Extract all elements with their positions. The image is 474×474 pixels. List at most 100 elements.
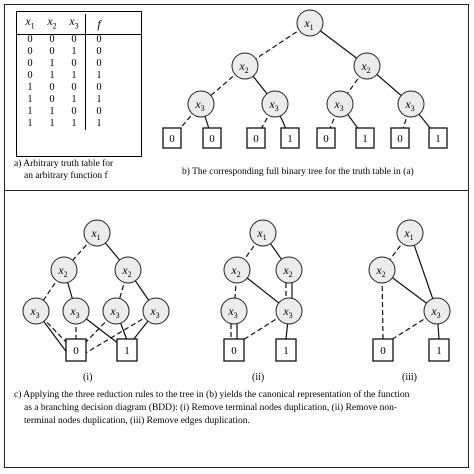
decision-node-x1: x1: [249, 219, 277, 247]
node-label: x3: [149, 304, 159, 320]
truth-table-cell: 0: [85, 82, 112, 94]
node-label: x1: [403, 226, 413, 242]
node-label: x3: [404, 97, 414, 113]
terminal-1: 1: [428, 338, 450, 362]
truth-table-cell: 0: [49, 46, 55, 57]
decision-node-x3: x3: [423, 297, 451, 325]
terminal-label: 1: [124, 345, 130, 357]
section-divider: [5, 190, 469, 191]
full-tree-leaf: 0: [246, 127, 266, 149]
low-edge: [83, 310, 157, 355]
truth-table-cell: 0: [71, 82, 77, 93]
truth-table-cell: 0: [71, 34, 77, 45]
decision-node-x2: x2: [368, 256, 396, 284]
truth-table-cell: 1: [85, 70, 112, 82]
caption-c-line2: as a branching decision diagram (BDD): (…: [24, 403, 398, 413]
full-tree-leaf: 1: [428, 127, 448, 149]
full-tree-leaf: 0: [162, 127, 182, 149]
truth-table-cell: 1: [27, 94, 33, 105]
truth-table-cell: 1: [71, 46, 77, 57]
terminal-label: 0: [209, 133, 215, 145]
terminal-label: 0: [253, 133, 259, 145]
decision-node-x3: x3: [187, 90, 215, 118]
low-edge: [399, 103, 412, 139]
node-label: x3: [69, 304, 79, 320]
terminal-label: 0: [397, 133, 403, 145]
decision-node-x3: x3: [397, 90, 425, 118]
truth-table-box: [16, 11, 142, 157]
truth-table-cell: 0: [49, 82, 55, 93]
node-label: x1: [256, 226, 266, 242]
node-label: x1: [303, 16, 313, 32]
truth-table-cell: 1: [49, 58, 55, 69]
node-label: x2: [360, 59, 370, 75]
truth-table-cell: 0: [71, 106, 77, 117]
terminal-label: 0: [73, 345, 79, 357]
decision-node-x3: x3: [102, 297, 130, 325]
node-label: x2: [282, 263, 292, 279]
truth-table-cell: 0: [71, 58, 77, 69]
node-label: x2: [375, 263, 385, 279]
decision-node-x3: x3: [22, 297, 50, 325]
truth-table-cell: 1: [49, 118, 55, 129]
node-label: x3: [29, 304, 39, 320]
decision-node-x3: x3: [142, 297, 170, 325]
truth-table-cell: 1: [85, 118, 112, 130]
truth-table-cell: 1: [71, 118, 77, 129]
truth-table-cell: 0: [27, 46, 33, 57]
node-label: x2: [230, 263, 240, 279]
terminal-1: 1: [116, 338, 138, 362]
truth-table-header-rule: [17, 34, 141, 35]
label-iii: (iii): [402, 372, 417, 383]
node-label: x2: [238, 59, 248, 75]
terminal-0: 0: [223, 338, 245, 362]
truth-table-cell: 0: [27, 70, 33, 81]
high-edge: [409, 232, 438, 312]
decision-node-x2: x2: [353, 52, 381, 80]
label-ii: (ii): [252, 372, 265, 383]
node-label: x2: [57, 263, 67, 279]
decision-node-x3: x3: [326, 90, 354, 118]
terminal-0: 0: [372, 338, 394, 362]
label-i: (i): [83, 372, 93, 383]
header-x1: x1: [25, 14, 35, 31]
node-label: x3: [430, 304, 440, 320]
terminal-label: 1: [362, 133, 368, 145]
terminal-label: 1: [435, 133, 441, 145]
full-tree-leaf: 1: [355, 127, 375, 149]
node-label: x3: [333, 97, 343, 113]
truth-table-cell: 1: [71, 70, 77, 81]
terminal-label: 1: [283, 345, 289, 357]
terminal-label: 0: [380, 345, 386, 357]
decision-node-x2: x2: [231, 52, 259, 80]
terminal-0: 0: [65, 338, 87, 362]
caption-b: b) The corresponding full binary tree fo…: [182, 167, 414, 177]
truth-table-cell: 0: [27, 58, 33, 69]
header-x3: x3: [69, 14, 79, 31]
header-x2: x2: [47, 14, 57, 31]
terminal-label: 0: [323, 133, 329, 145]
node-label: x3: [268, 97, 278, 113]
caption-c-line1: c) Applying the three reduction rules to…: [14, 390, 410, 400]
decision-node-x2: x2: [275, 256, 303, 284]
truth-table-cell: 0: [49, 94, 55, 105]
node-label: x3: [227, 304, 237, 320]
truth-table-cell: 0: [49, 34, 55, 45]
node-label: x3: [194, 97, 204, 113]
low-edge: [325, 103, 341, 139]
caption-a-line1: a) Arbitrary truth table for: [14, 159, 114, 169]
truth-table-cell: 0: [27, 34, 33, 45]
full-tree-leaf: 0: [202, 127, 222, 149]
full-tree-leaf: 0: [390, 127, 410, 149]
terminal-1: 1: [275, 338, 297, 362]
full-tree-leaf: 0: [316, 127, 336, 149]
